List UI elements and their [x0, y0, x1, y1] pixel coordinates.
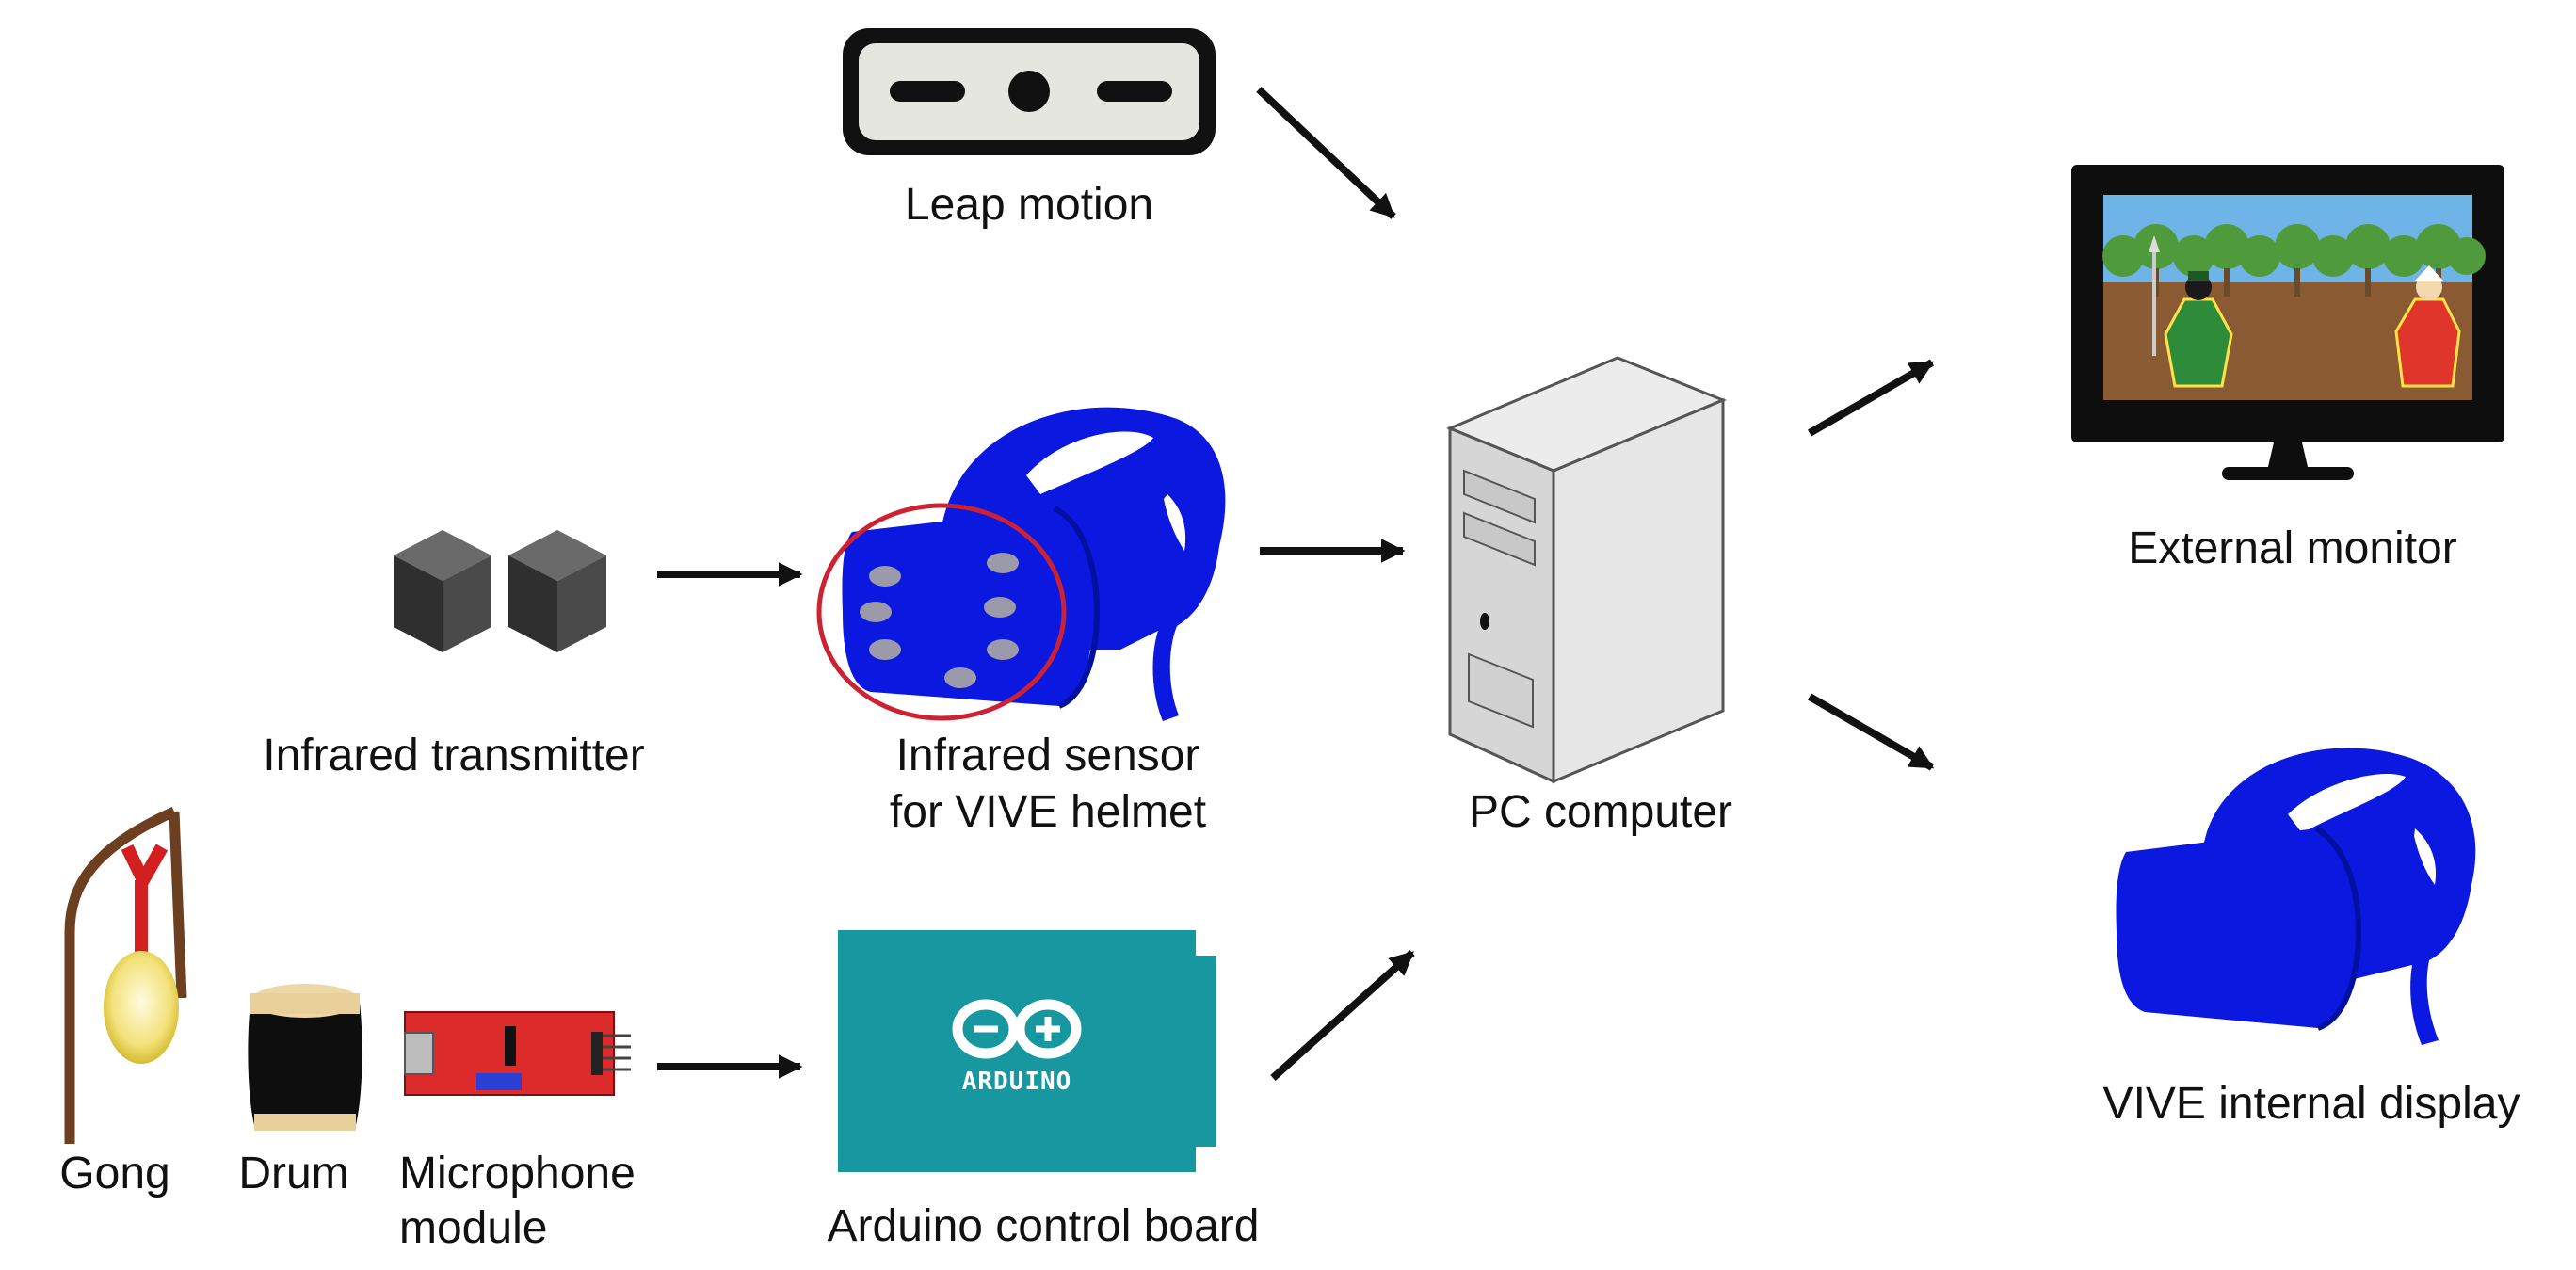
infrared-sensor-label-line1: Infrared sensor: [896, 731, 1200, 780]
vive-internal-display-label: VIVE internal display: [2103, 1079, 2520, 1129]
pc-computer-label: PC computer: [1469, 787, 1732, 837]
arrow-pc-to-monitor: [1808, 359, 1935, 437]
infrared-cube-icon: [508, 530, 606, 652]
arrow-leap-to-pc: [1256, 87, 1396, 219]
drum-icon: [248, 984, 362, 1131]
infrared-cube-icon: [394, 530, 491, 652]
microphone-module-icon: [404, 1011, 631, 1096]
monitor-icon: [2071, 165, 2504, 480]
pc-tower-icon: [1446, 356, 1727, 784]
external-monitor-label: External monitor: [2128, 523, 2456, 573]
vr-helmet-icon: [842, 407, 1226, 721]
leap-motion-label: Leap motion: [905, 180, 1153, 230]
drum-label: Drum: [238, 1149, 348, 1198]
gong-icon: [64, 806, 187, 1144]
microphone-label-line2: module: [399, 1203, 547, 1253]
microphone-label-line1: Microphone: [399, 1149, 636, 1198]
infrared-transmitter-label: Infrared transmitter: [263, 731, 644, 780]
arduino-logo-text: ARDUINO: [962, 1068, 1072, 1096]
arrow-pc-to-vive-display: [1808, 693, 1935, 771]
arrow-arduino-to-pc: [1270, 950, 1415, 1081]
gong-label: Gong: [59, 1149, 169, 1198]
sensor-highlight-circle: [816, 503, 1067, 721]
leap-motion-device-icon: [843, 28, 1216, 155]
vr-helmet-icon: [2116, 748, 2476, 1045]
arduino-board-label: Arduino control board: [828, 1201, 1260, 1251]
arduino-board-icon: ARDUINO: [838, 930, 1216, 1172]
infrared-sensor-label-line2: for VIVE helmet: [890, 787, 1206, 837]
